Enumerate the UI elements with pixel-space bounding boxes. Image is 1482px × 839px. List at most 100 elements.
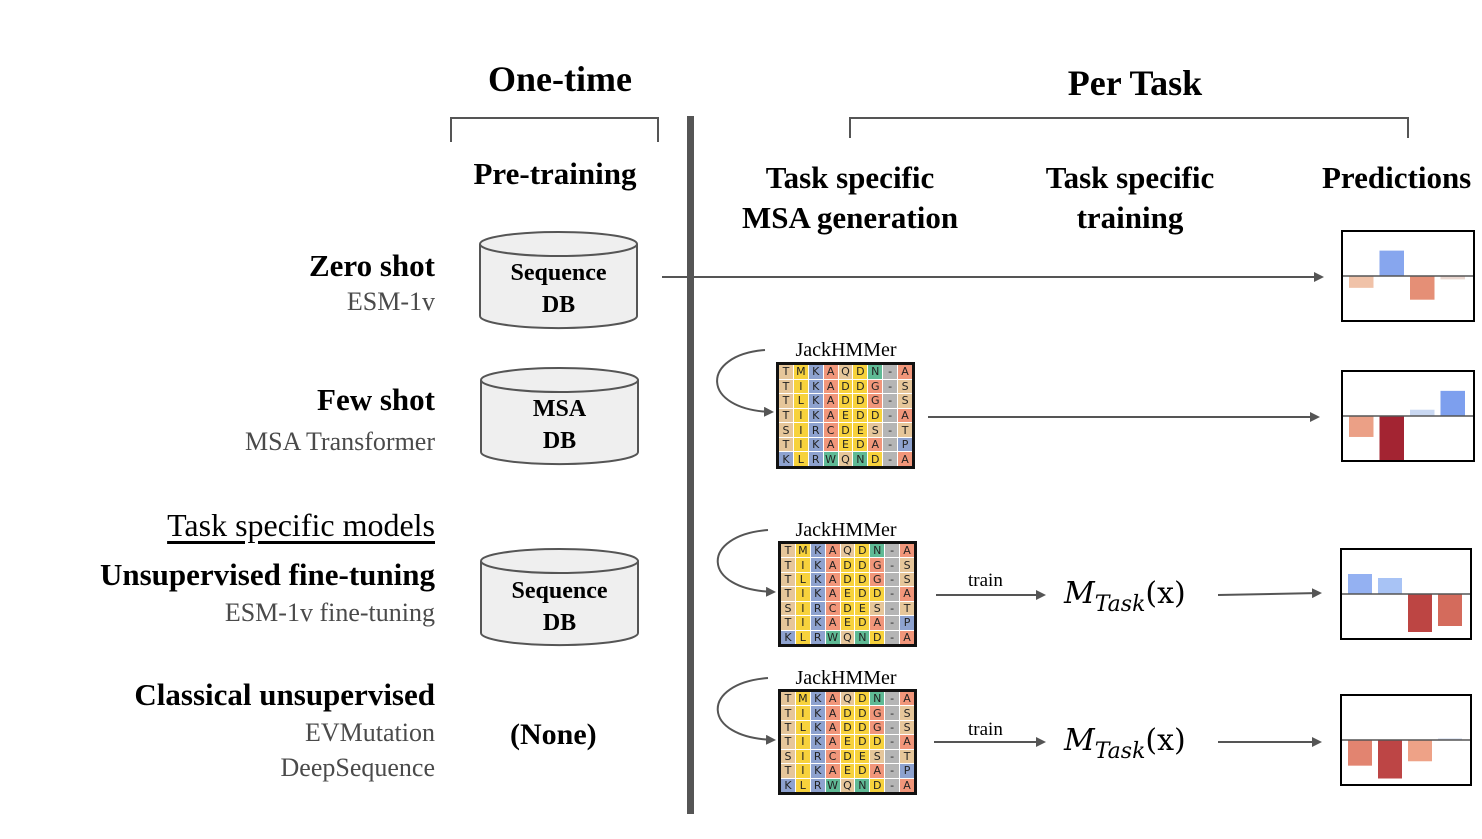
- prediction-bar: [1408, 594, 1432, 632]
- msa-cell: A: [825, 544, 840, 558]
- fine-tuning-predict-arrow: [1217, 588, 1322, 599]
- prediction-bar: [1410, 276, 1435, 300]
- msa-cell: C: [825, 749, 840, 764]
- msa-cell: -: [883, 379, 898, 394]
- msa-cell: -: [885, 720, 900, 735]
- msa-cell: -: [883, 408, 898, 423]
- msa-cell: A: [823, 379, 838, 394]
- prediction-bar: [1408, 740, 1432, 762]
- msa-db-cylinder: [480, 367, 639, 466]
- msa-cell: D: [855, 692, 870, 706]
- train-label-2: train: [968, 719, 1003, 740]
- msa-cell: D: [855, 720, 870, 735]
- msa-cell: A: [868, 437, 883, 452]
- jackhmmer-loop-arrow-3: [716, 677, 776, 745]
- msa-cell: A: [825, 706, 840, 720]
- msa-cell: T: [781, 572, 795, 587]
- classical-unsupervised-title: Classical unsupervised: [134, 677, 435, 712]
- msa-cell: -: [885, 601, 900, 616]
- msa-cell: K: [808, 365, 823, 379]
- msa-cell: N: [855, 778, 870, 792]
- jackhmmer-label-2: JackHMMer: [795, 519, 897, 541]
- msa-cell: L: [795, 720, 810, 735]
- msa-cell: D: [840, 572, 855, 587]
- msa-cell: A: [900, 587, 914, 601]
- msa-cell: E: [840, 587, 855, 601]
- msa-cell: M: [795, 692, 810, 706]
- msa-cell: K: [810, 764, 825, 778]
- sequence-db-cylinder-2: [480, 548, 639, 647]
- divider-line: [687, 116, 694, 814]
- msa-cell: I: [793, 408, 808, 423]
- msa-cell: A: [900, 544, 914, 558]
- msa-cell: A: [870, 616, 885, 630]
- task-training-header: Task specific training: [1000, 158, 1260, 238]
- msa-cell: I: [795, 706, 810, 720]
- prediction-bar: [1379, 416, 1404, 460]
- db-line2: DB: [541, 292, 576, 318]
- msa-cell: I: [793, 437, 808, 452]
- model-subscript: Task: [1094, 739, 1146, 764]
- prediction-chart-fine-tuning: [1340, 548, 1472, 640]
- msa-cell: D: [853, 379, 868, 394]
- msa-cell: A: [823, 408, 838, 423]
- msa-cell: Q: [838, 452, 853, 466]
- per-task-bracket: [849, 117, 1409, 138]
- msa-cell: I: [795, 735, 810, 749]
- msa-cell: Q: [840, 692, 855, 706]
- msa-cell: R: [808, 452, 823, 466]
- msa-cell: D: [840, 749, 855, 764]
- msa-cell: A: [823, 365, 838, 379]
- sequence-db-label-1: Sequence DB: [480, 257, 637, 321]
- msa-cell: A: [870, 764, 885, 778]
- msa-cell: D: [853, 408, 868, 423]
- msa-cell: A: [825, 764, 840, 778]
- msa-cell: D: [868, 408, 883, 423]
- msa-cell: K: [808, 394, 823, 408]
- msa-cell: R: [810, 630, 825, 644]
- msa-cell: G: [870, 720, 885, 735]
- msa-cell: -: [885, 692, 900, 706]
- task-specific-models-heading: Task specific models: [167, 507, 435, 543]
- train-label-1: train: [968, 570, 1003, 591]
- unsupervised-fine-tuning-title: Unsupervised fine-tuning: [99, 557, 435, 592]
- prediction-bar: [1410, 409, 1435, 416]
- msa-cell: D: [840, 558, 855, 572]
- msa-cell: Q: [838, 365, 853, 379]
- msa-cell: K: [808, 379, 823, 394]
- msa-cell: K: [808, 437, 823, 452]
- msa-cell: Q: [840, 630, 855, 644]
- msa-cell: -: [885, 544, 900, 558]
- one-time-header: One-time: [488, 59, 632, 99]
- msa-cell: K: [781, 630, 795, 644]
- msa-cell: D: [855, 706, 870, 720]
- msa-cell: A: [900, 692, 914, 706]
- database-cylinders: [479, 231, 639, 647]
- prediction-bar: [1348, 574, 1372, 594]
- msa-cell: K: [810, 735, 825, 749]
- classical-subtitle-deepsequence: DeepSequence: [280, 753, 435, 782]
- msa-cell: L: [793, 394, 808, 408]
- msa-cell: E: [838, 408, 853, 423]
- msa-cell: I: [793, 379, 808, 394]
- msa-cell: N: [853, 452, 868, 466]
- msa-cell: T: [900, 601, 914, 616]
- msa-cell: R: [810, 601, 825, 616]
- msa-db-label: MSA DB: [481, 393, 638, 457]
- msa-cell: A: [898, 365, 912, 379]
- msa-cell: K: [810, 706, 825, 720]
- msa-cell: A: [825, 587, 840, 601]
- model-argument: (x): [1145, 723, 1186, 758]
- msa-cell: D: [870, 630, 885, 644]
- msa-cell: A: [898, 452, 912, 466]
- task-model-formula-1: MTask(x): [1064, 576, 1186, 617]
- msa-cell: I: [795, 601, 810, 616]
- msa-cell: I: [793, 423, 808, 437]
- msa-cell: I: [795, 587, 810, 601]
- msa-cell: D: [855, 544, 870, 558]
- msa-cell: N: [868, 365, 883, 379]
- msa-cell: G: [870, 706, 885, 720]
- msa-cell: D: [838, 394, 853, 408]
- db-line1: MSA: [532, 396, 587, 422]
- msa-cell: D: [855, 572, 870, 587]
